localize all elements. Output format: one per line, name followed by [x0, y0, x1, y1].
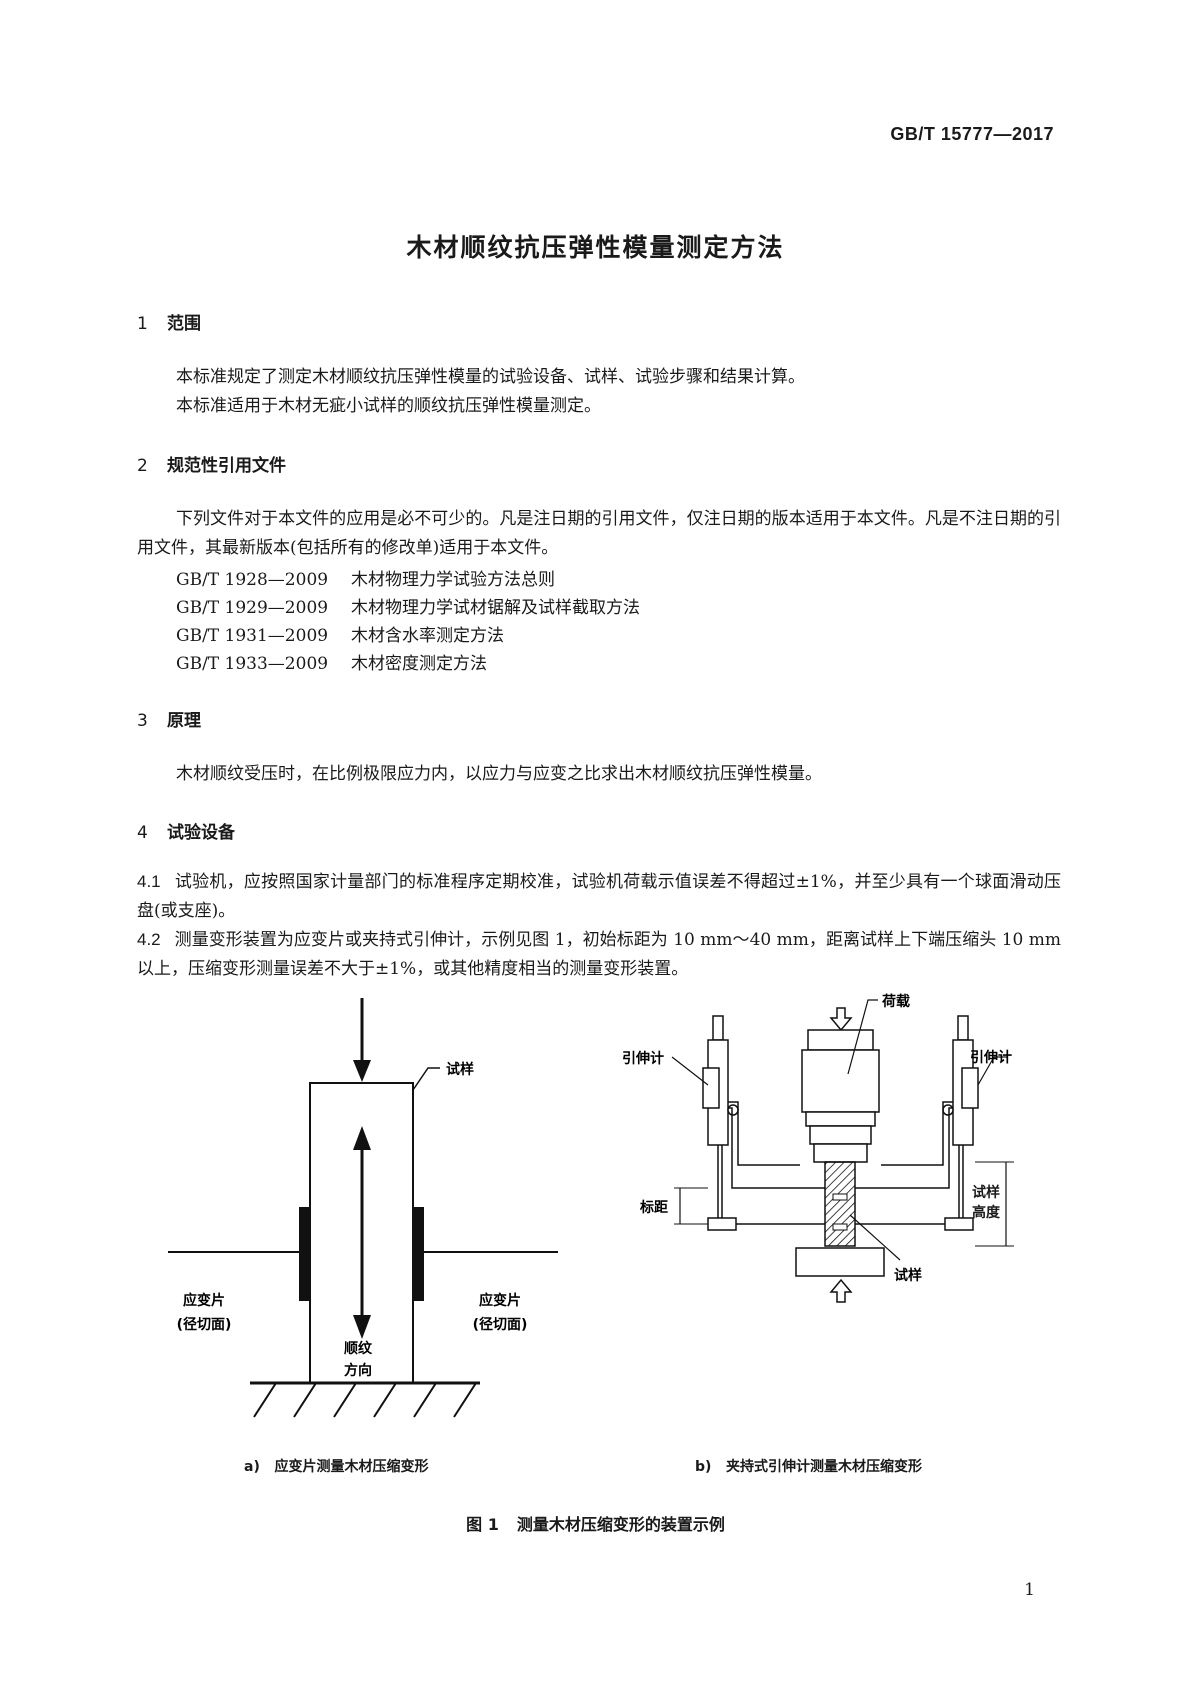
section-number: 3	[137, 711, 148, 731]
compression-head	[809, 1125, 872, 1145]
section-title: 试验设备	[167, 823, 235, 843]
specimen-leader	[849, 1214, 901, 1261]
bottom-platen	[795, 1247, 885, 1277]
page-number: 1	[1024, 1580, 1035, 1600]
section-number: 2	[137, 456, 148, 476]
section-2-heading: 2 规范性引用文件	[137, 451, 286, 476]
gauge-length-label: 标距	[639, 1199, 668, 1216]
ext-left-top-rod	[712, 1015, 724, 1041]
gauge-left-label: 应变片	[183, 1292, 225, 1309]
specimen-height-label: 试样 高度	[972, 1183, 1000, 1223]
strain-gauge-right	[413, 1207, 424, 1301]
reference-item: GB/T 1933—2009 木材密度测定方法	[176, 649, 487, 674]
ext-left-leader	[671, 1056, 709, 1086]
ext-right-foot	[944, 1217, 974, 1231]
load-arrow-top	[829, 1007, 853, 1032]
ext-left-foot	[707, 1217, 737, 1231]
figure-b-caption-text: 夹持式引伸计测量木材压缩变形	[726, 1459, 923, 1475]
reference-item: GB/T 1928—2009 木材物理力学试验方法总则	[176, 565, 555, 590]
section-1-paragraph-1: 本标准规定了测定木材顺纹抗压弹性模量的试验设备、试样、试验步骤和结果计算。	[176, 367, 805, 387]
reference-item: GB/T 1929—2009 木材物理力学试材锯解及试样截取方法	[176, 593, 640, 618]
strain-gauge-left	[299, 1207, 310, 1301]
subclause-number: 4.1	[137, 872, 161, 891]
ext-left-clamp-link	[728, 1107, 825, 1189]
grain-label-line1: 顺纹	[344, 1340, 373, 1357]
figure-a-diagram: 试样 应变片 (径切面) 应变片 (径切面) 顺纹 方向	[168, 998, 558, 1418]
reference-code: GB/T 1928—2009	[176, 570, 329, 590]
section-2-paragraph: 下列文件对于本文件的应用是必不可少的。凡是注日期的引用文件，仅注日期的版本适用于…	[137, 509, 1061, 558]
figure-caption-text: 测量木材压缩变形的装置示例	[516, 1515, 725, 1534]
section-3-heading: 3 原理	[137, 706, 201, 731]
ext-right-clamp-upper	[881, 1101, 953, 1166]
section-1-heading: 1 范围	[137, 309, 201, 334]
figure-a-caption: a) 应变片测量木材压缩变形	[244, 1456, 428, 1476]
section-title: 范围	[167, 314, 201, 334]
load-cell-top	[807, 1029, 874, 1051]
figure-b-label: b)	[695, 1459, 712, 1475]
reference-code: GB/T 1929—2009	[176, 598, 329, 618]
gauge-mark-upper	[832, 1193, 848, 1201]
reference-item: GB/T 1931—2009 木材含水率测定方法	[176, 621, 504, 646]
gauge-right-sublabel: (径切面)	[473, 1316, 528, 1333]
figure-b-caption: b) 夹持式引伸计测量木材压缩变形	[695, 1456, 922, 1476]
grain-arrow-head-bottom	[353, 1315, 371, 1339]
subclause-text: 测量变形装置为应变片或夹持式引伸计，示例见图 1，初始标距为 10 mm～40 …	[137, 930, 1061, 979]
load-label: 荷载	[881, 993, 910, 1010]
specimen-label: 试样	[446, 1061, 474, 1078]
grain-label-line2: 方向	[344, 1362, 372, 1379]
ext-left-sensor	[702, 1067, 720, 1109]
ext-left-clamp-upper	[728, 1101, 800, 1166]
load-leader	[847, 999, 878, 1075]
reference-title: 木材物理力学试材锯解及试样截取方法	[351, 598, 640, 618]
section-title: 原理	[167, 711, 201, 731]
figure-a-caption-text: 应变片测量木材压缩变形	[274, 1459, 429, 1475]
reference-title: 木材物理力学试验方法总则	[351, 570, 555, 590]
specimen-height-label-line2: 高度	[972, 1205, 1000, 1221]
specimen-block	[824, 1161, 856, 1247]
gauge-right-label: 应变片	[479, 1292, 521, 1309]
specimen-label: 试样	[894, 1267, 922, 1284]
section-1-paragraph-2: 本标准适用于木材无疵小试样的顺纹抗压弹性模量测定。	[176, 396, 601, 416]
gauge-mark-lower	[832, 1223, 848, 1231]
grain-arrow-head-top	[353, 1126, 371, 1150]
reference-title: 木材含水率测定方法	[351, 626, 504, 646]
ext-left-label: 引伸计	[622, 1050, 664, 1067]
ext-right-pivot	[942, 1104, 954, 1116]
gauge-left-sublabel: (径切面)	[177, 1316, 232, 1333]
ext-right-top-rod	[957, 1015, 969, 1041]
figure-number: 图 1	[466, 1515, 499, 1534]
specimen-leader	[412, 1067, 440, 1091]
reference-code: GB/T 1931—2009	[176, 626, 329, 646]
reference-title: 木材密度测定方法	[351, 654, 487, 674]
section-4-heading: 4 试验设备	[137, 818, 235, 843]
section-title: 规范性引用文件	[167, 456, 286, 476]
loading-head-neck	[805, 1111, 876, 1127]
figure-a-label: a)	[244, 1459, 260, 1475]
ext-left-pivot	[727, 1104, 739, 1116]
figure-b-diagram: 标距 试样 荷载 引伸计 引伸计 试样	[622, 993, 1014, 1303]
reference-code: GB/T 1933—2009	[176, 654, 329, 674]
figure-caption: 图 1 测量木材压缩变形的装置示例	[0, 1511, 1191, 1535]
load-arrow-bottom	[829, 1278, 853, 1303]
section-number: 1	[137, 314, 148, 334]
load-arrow-head	[353, 1060, 371, 1082]
loading-head	[801, 1049, 880, 1113]
subclause-text: 试验机，应按照国家计量部门的标准程序定期校准，试验机荷载示值误差不得超过±1%，…	[137, 872, 1061, 921]
standard-number: GB/T 15777—2017	[890, 124, 1054, 144]
section-number: 4	[137, 823, 148, 843]
ground-hatch	[253, 1382, 477, 1418]
ext-right-clamp-link	[855, 1107, 953, 1189]
section-3-paragraph: 木材顺纹受压时，在比例极限应力内，以应力与应变之比求出木材顺纹抗压弹性模量。	[176, 764, 822, 784]
ext-right-sensor	[961, 1067, 979, 1109]
specimen-height-label-line1: 试样	[972, 1185, 1000, 1201]
subclause-number: 4.2	[137, 930, 161, 949]
ext-right-leader	[977, 1056, 995, 1086]
compression-plate	[813, 1143, 868, 1163]
document-title: 木材顺纹抗压弹性模量测定方法	[406, 233, 785, 262]
ext-right-label: 引伸计	[970, 1049, 1012, 1066]
